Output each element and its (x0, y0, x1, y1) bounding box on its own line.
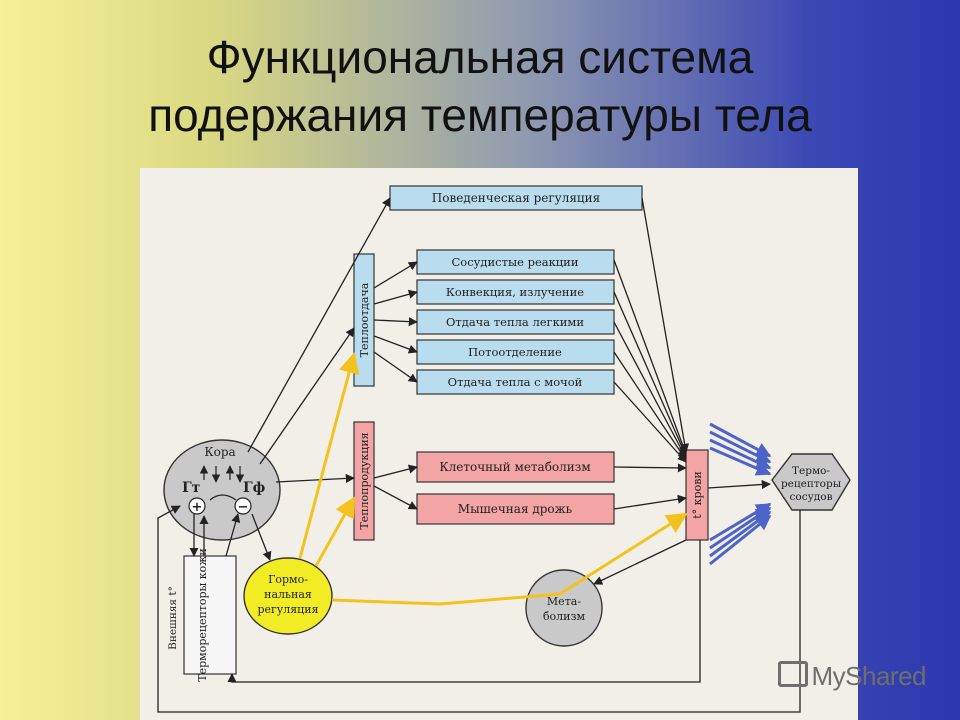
behavioral-regulation-label: Поведенческая регуляция (432, 191, 600, 205)
brain-center: Кора Гт Гф + − (163, 439, 281, 541)
vessel-receptors-line: рецепторы (781, 478, 841, 490)
title-line-1: Функциональная система (206, 31, 754, 83)
skin-thermoreceptors-box: Терморецепторы кожи (183, 548, 237, 682)
hormonal-line: нальная (264, 588, 312, 601)
heat-loss-item-label: Конвекция, излучение (446, 285, 584, 299)
hormonal-regulation-node: Гормо- нальная регуляция (243, 557, 333, 635)
heat-loss-label: Теплоотдача (358, 282, 371, 357)
heat-production-item-2: Мышечная дрожь (416, 493, 615, 525)
watermark: MyShared (777, 661, 927, 692)
heat-production-item-label: Клеточный метаболизм (439, 460, 590, 474)
cortex-label: Кора (204, 445, 235, 459)
heat-production-group: Теплопродукция (353, 421, 375, 541)
blood-flow-arrows (709, 422, 772, 566)
gt-label: Гт (182, 480, 201, 496)
hormonal-line: регуляция (257, 603, 318, 616)
heat-loss-item-4: Потоотделение (416, 339, 615, 365)
plus-sign: + (192, 500, 203, 515)
minus-node (234, 497, 252, 515)
blood-temperature-label: t° крови (691, 471, 704, 518)
vessel-thermoreceptors-node: Термо- рецепторы сосудов (771, 453, 851, 511)
gf-label: Гф (243, 480, 266, 496)
hormonal-arrows (298, 351, 688, 606)
heat-production-item-label: Мышечная дрожь (458, 502, 573, 516)
heat-loss-item-2: Конвекция, излучение (416, 279, 615, 305)
behavioral-regulation-box: Поведенческая регуляция (389, 185, 643, 211)
blood-temperature-box: t° крови (685, 449, 709, 541)
minus-sign: − (238, 500, 249, 515)
title-line-2: подержания температуры тела (148, 89, 812, 141)
heat-production-label: Теплопродукция (358, 432, 371, 529)
metabolism-line: Мета- (547, 595, 581, 608)
skin-thermoreceptors-label: Терморецепторы кожи (196, 548, 209, 681)
plus-node (188, 497, 206, 515)
watermark-text: MyShared (811, 661, 927, 691)
heat-loss-group: Теплоотдача (353, 253, 375, 387)
heat-production-item-1: Клеточный метаболизм (416, 451, 615, 483)
heat-loss-item-label: Отдача тепла с мочой (448, 375, 583, 389)
myshared-logo-icon (777, 661, 808, 687)
metabolism-line: болизм (543, 610, 586, 623)
heat-loss-item-label: Сосудистые реакции (451, 255, 578, 269)
thermoregulation-diagram: Поведенческая регуляция Теплоотдача Сосу… (157, 185, 851, 713)
hormonal-line: Гормо- (268, 573, 308, 586)
heat-loss-item-5: Отдача тепла с мочой (416, 369, 615, 395)
heat-loss-item-label: Отдача тепла легкими (446, 315, 584, 329)
heat-loss-item-label: Потоотделение (468, 345, 562, 359)
heat-loss-item-3: Отдача тепла легкими (416, 309, 615, 335)
connection-arrows (157, 197, 801, 713)
vessel-receptors-line: сосудов (790, 491, 833, 503)
slide-title: Функциональная система подержания темпер… (0, 28, 960, 144)
diagram-scan: Поведенческая регуляция Теплоотдача Сосу… (140, 168, 858, 720)
vessel-receptors-line: Термо- (792, 465, 830, 477)
metabolism-node: Мета- болизм (525, 569, 603, 647)
external-temperature-label: Внешняя t° (167, 586, 179, 650)
heat-loss-item-1: Сосудистые реакции (416, 249, 615, 275)
